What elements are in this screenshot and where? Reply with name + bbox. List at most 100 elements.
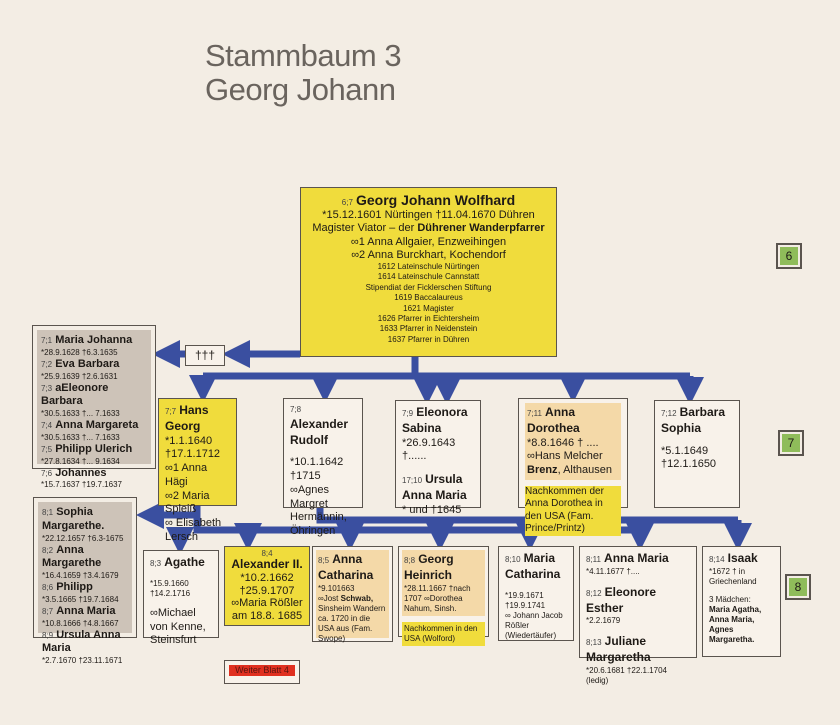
title-line2: Georg Johann: [205, 72, 396, 107]
person-number: 8;1: [42, 508, 54, 517]
continue-link-box[interactable]: Weiter Blatt 4: [224, 660, 300, 684]
person-name: Johannes: [55, 466, 107, 479]
marriage-1: ∞1 Anna Allgaier, Enzweihingen: [350, 235, 507, 248]
death: †25.9.1707: [239, 584, 295, 597]
person-number: 7;5: [41, 444, 53, 454]
marriage-2: ∞2 Anna Burckhart, Kochendorf: [351, 248, 506, 261]
dates: *8.8.1646 † ....: [527, 436, 599, 449]
deceased-child: 8;2 Anna Margarethe*16.4.1659 †3.4.1679: [42, 544, 128, 582]
dates: *28.11.1667 †nach 1707 ∞Dorothea Nahum, …: [404, 583, 471, 613]
death: †17.1.1712: [165, 448, 221, 461]
career-item: 1637 Pfarrer in Dühren: [387, 334, 470, 344]
person-eleonora-sabina: 7;9 Eleonora Sabina *26.9.1643 †...... 1…: [395, 400, 481, 516]
spouse-surname: Brenz: [527, 464, 558, 476]
dates: *15.7.1637 †19.7.1637: [41, 480, 122, 490]
person-name: Barbara Sophia: [661, 405, 725, 435]
person-number: 7;6: [41, 468, 53, 478]
dates: *2.2.1679: [586, 616, 621, 626]
marriage: ∞2 Maria Spleiß: [165, 489, 210, 516]
career-item: 1614 Lateinschule Cannstatt: [377, 272, 480, 282]
marriage: ∞ Johann Jacob Rößler (Wiedertäufer): [505, 610, 563, 640]
person-number: 8;14: [709, 555, 725, 564]
crosses-box: †††: [185, 345, 225, 366]
dates: *25.9.1639 †2.6.1631: [41, 371, 118, 381]
person-name: Anna Dorothea: [527, 405, 580, 435]
person-group-8-11-13: 8;11 Anna Maria *4.11.1677 †.... 8;12 El…: [579, 546, 697, 685]
career-item: 1612 Lateinschule Nürtingen: [377, 261, 480, 271]
dates: *22.12.1657 †6.3-1675: [42, 533, 124, 543]
birth: *5.1.1649: [661, 444, 709, 457]
person-name: Philipp Ulerich: [55, 442, 133, 455]
title-bold: Dührener Wanderpfarrer: [417, 222, 545, 235]
person-number: 7;12: [661, 409, 677, 418]
deceased-child: 8;1 Sophia Margarethe.*22.12.1657 †6.3-1…: [42, 506, 128, 544]
career-item: 1621 Magister: [403, 303, 454, 313]
dates: *30.5.1633 †... 7.1633: [41, 409, 120, 418]
person-barbara-sophia: 7;12 Barbara Sophia *5.1.1649 †12.1.1650: [654, 400, 740, 508]
deceased-child: 7;4 Anna Margareta*30.5.1633 †... 7.1633: [41, 419, 147, 443]
person-name: Alexander Rudolf: [290, 416, 349, 447]
deceased-child: 7;2 Eva Barbara*25.9.1639 †2.6.1631: [41, 358, 147, 382]
marriage: ∞ Elisabeth Lersch: [165, 517, 222, 543]
person-number: 17;10: [402, 476, 423, 485]
dates: *4.11.1677 †....: [586, 566, 640, 576]
birth: *15.9.1660: [150, 578, 189, 588]
person-number: 6;7: [341, 198, 353, 207]
gen8-deceased-box: 8;1 Sophia Margarethe.*22.12.1657 †6.3-1…: [33, 497, 137, 665]
spouse-place: , Althausen: [557, 464, 612, 476]
badge-label: 8: [789, 578, 807, 596]
death: †14.2.1716: [150, 588, 191, 598]
marriage: ∞Maria Rößler am 18.8. 1685: [231, 597, 303, 622]
dates: *27.8.1634 †... 9.1634: [41, 456, 120, 466]
person-name: Anna Maria: [56, 604, 116, 617]
person-dates: *15.12.1601 Nürtingen †11.04.1670 Dühren: [322, 209, 535, 222]
marriage: ∞Agnes Margret Hermännin, Öhringen: [290, 483, 347, 537]
generation-badge-8: 8: [785, 574, 811, 600]
person-name: Maria Catharina: [505, 551, 561, 581]
person-number: 8;11: [586, 555, 601, 564]
person-number: 8;9: [42, 630, 54, 640]
person-number: 8;10: [505, 555, 521, 564]
dates: *28.9.1628 †6.3.1635: [41, 347, 118, 357]
person-isaak: 8;14 Isaak *1672 † in Griechenland 3 Mäd…: [702, 546, 781, 657]
dates: *16.4.1659 †3.4.1679: [42, 571, 119, 580]
dates: *2.7.1670 †23.11.1671: [42, 656, 123, 665]
birth: *10.1.1642: [290, 456, 344, 469]
person-alexander-rudolf: 7;8 Alexander Rudolf *10.1.1642 †1715 ∞A…: [283, 398, 363, 537]
dates: *30.5.1633 †... 7.1633: [41, 432, 120, 442]
dates: *1672 † in Griechenland: [709, 566, 757, 586]
death: †......: [402, 450, 427, 463]
person-name: Maria Johanna: [55, 334, 133, 346]
continue-sheet-link[interactable]: Weiter Blatt 4: [229, 665, 295, 677]
person-number: 8;4: [261, 549, 273, 558]
marriage: ∞Michael von Kenne, Steinsfurt: [150, 606, 206, 647]
badge-label: 6: [780, 247, 798, 265]
person-name: Anna Catharina: [318, 552, 374, 582]
person-name: Georg Johann Wolfhard: [355, 192, 516, 208]
career-item: Stipendiat der Ficklerschen Stiftung: [365, 282, 492, 292]
gen7-bar: [203, 357, 690, 380]
person-number: 8;7: [42, 606, 54, 616]
person-name: Anna Margarethe: [42, 543, 102, 570]
person-name: Ursula Anna Maria: [402, 472, 467, 502]
birth: *10.2.1662: [240, 571, 294, 584]
deceased-child: 8;9 Ursula Anna Maria*2.7.1670 †23.11.16…: [42, 629, 128, 667]
person-name: Sophia Margarethe.: [42, 506, 105, 532]
marriage: ∞Hans Melcher: [527, 450, 603, 463]
person-number: 8;13: [586, 638, 602, 648]
person-number: 7;9: [402, 409, 414, 418]
dates: *10.8.1666 †4.8.1667: [42, 618, 119, 628]
marriage: ∞Jost: [318, 593, 341, 603]
person-name: Juliane Margaretha: [586, 634, 651, 664]
title-prefix: Magister Viator – der: [312, 222, 418, 235]
birth: *1.1.1640: [165, 434, 213, 447]
person-number: 7;2: [41, 359, 53, 369]
person-number: 7;7: [165, 407, 177, 416]
person-name: Eleonora Sabina: [402, 405, 468, 435]
descendants-note: Nachkommen in den USA (Wolford): [402, 621, 485, 646]
person-name: Agathe: [164, 555, 205, 569]
person-name: Anna Margareta: [55, 419, 139, 431]
marriage: ∞1 Anna Hägi: [165, 462, 208, 488]
person-name: Anna Maria: [604, 551, 669, 565]
